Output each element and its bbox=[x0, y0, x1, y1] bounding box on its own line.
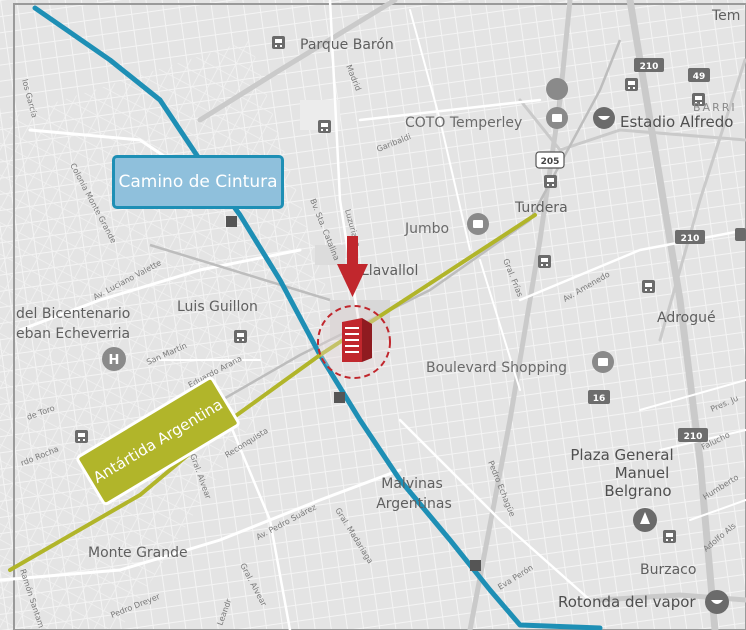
route-shield: 16 bbox=[588, 390, 610, 404]
building-icon[interactable] bbox=[317, 305, 391, 379]
place-label: Monte Grande bbox=[88, 545, 188, 561]
svg-text:205: 205 bbox=[541, 157, 560, 167]
shopping-bag-icon[interactable] bbox=[467, 213, 489, 235]
place-label: Tem bbox=[711, 8, 740, 24]
route-shield: 205 bbox=[535, 151, 565, 169]
place-label: Belgrano bbox=[604, 482, 671, 500]
route-stop-marker bbox=[470, 560, 481, 571]
train-station-icon[interactable] bbox=[234, 330, 247, 343]
stadium-icon[interactable] bbox=[593, 107, 615, 129]
place-label: Luis Guillon bbox=[177, 299, 258, 315]
hospital-icon[interactable]: H bbox=[102, 347, 126, 371]
train-station-icon[interactable] bbox=[318, 120, 331, 133]
place-label: BARRI bbox=[693, 101, 737, 114]
place-label: Turdera bbox=[514, 200, 568, 216]
route-stop-marker bbox=[226, 216, 237, 227]
svg-text:210: 210 bbox=[684, 432, 703, 442]
route-stop-marker bbox=[334, 392, 345, 403]
place-label: COTO Temperley bbox=[405, 115, 522, 131]
train-station-icon[interactable] bbox=[692, 93, 705, 106]
place-label: eban Echeverria bbox=[16, 326, 130, 342]
place-label: Jumbo bbox=[404, 221, 449, 237]
train-station-icon[interactable] bbox=[75, 430, 88, 443]
place-label: Boulevard Shopping bbox=[426, 360, 567, 376]
route-shield: 210 bbox=[678, 428, 708, 442]
monument-icon[interactable] bbox=[633, 508, 657, 532]
place-label: Plaza General bbox=[570, 446, 673, 464]
svg-text:H: H bbox=[109, 353, 120, 368]
antartida-argentina-route bbox=[8, 213, 537, 572]
train-station-icon[interactable] bbox=[272, 36, 285, 49]
svg-text:16: 16 bbox=[593, 394, 606, 404]
place-label: Estadio Alfredo bbox=[620, 113, 733, 131]
shopping-bag-icon[interactable] bbox=[592, 351, 614, 373]
train-station-icon[interactable] bbox=[625, 78, 638, 91]
place-label: Argentinas bbox=[376, 496, 452, 512]
place-label: Parque Barón bbox=[300, 37, 394, 53]
map-frame bbox=[13, 3, 746, 630]
train-station-icon[interactable] bbox=[735, 228, 746, 241]
train-station-icon[interactable] bbox=[538, 255, 551, 268]
arrow-down-icon bbox=[337, 236, 368, 297]
stadium-icon[interactable] bbox=[705, 590, 729, 614]
route-shield: 210 bbox=[675, 230, 705, 244]
svg-text:49: 49 bbox=[693, 72, 706, 82]
park-area bbox=[315, 245, 345, 265]
shopping-bag-icon[interactable] bbox=[546, 78, 569, 130]
svg-text:210: 210 bbox=[681, 234, 700, 244]
train-station-icon[interactable] bbox=[544, 175, 557, 188]
train-station-icon[interactable] bbox=[663, 530, 676, 543]
place-label: Burzaco bbox=[640, 562, 696, 578]
route-shield: 210 bbox=[634, 58, 664, 72]
place-label: Rotonda del vapor bbox=[558, 593, 696, 611]
place-label: Llavallol bbox=[361, 263, 418, 279]
place-label: Malvinas bbox=[381, 476, 442, 492]
route-shield: 49 bbox=[688, 68, 710, 82]
place-label: Manuel bbox=[615, 464, 670, 482]
svg-text:210: 210 bbox=[640, 62, 659, 72]
camino-de-cintura-label: Camino de Cintura bbox=[112, 155, 284, 209]
place-label: Adrogué bbox=[657, 310, 716, 326]
camino-label-text: Camino de Cintura bbox=[118, 172, 278, 192]
train-station-icon[interactable] bbox=[642, 280, 655, 293]
place-label: del Bicentenario bbox=[16, 306, 130, 322]
